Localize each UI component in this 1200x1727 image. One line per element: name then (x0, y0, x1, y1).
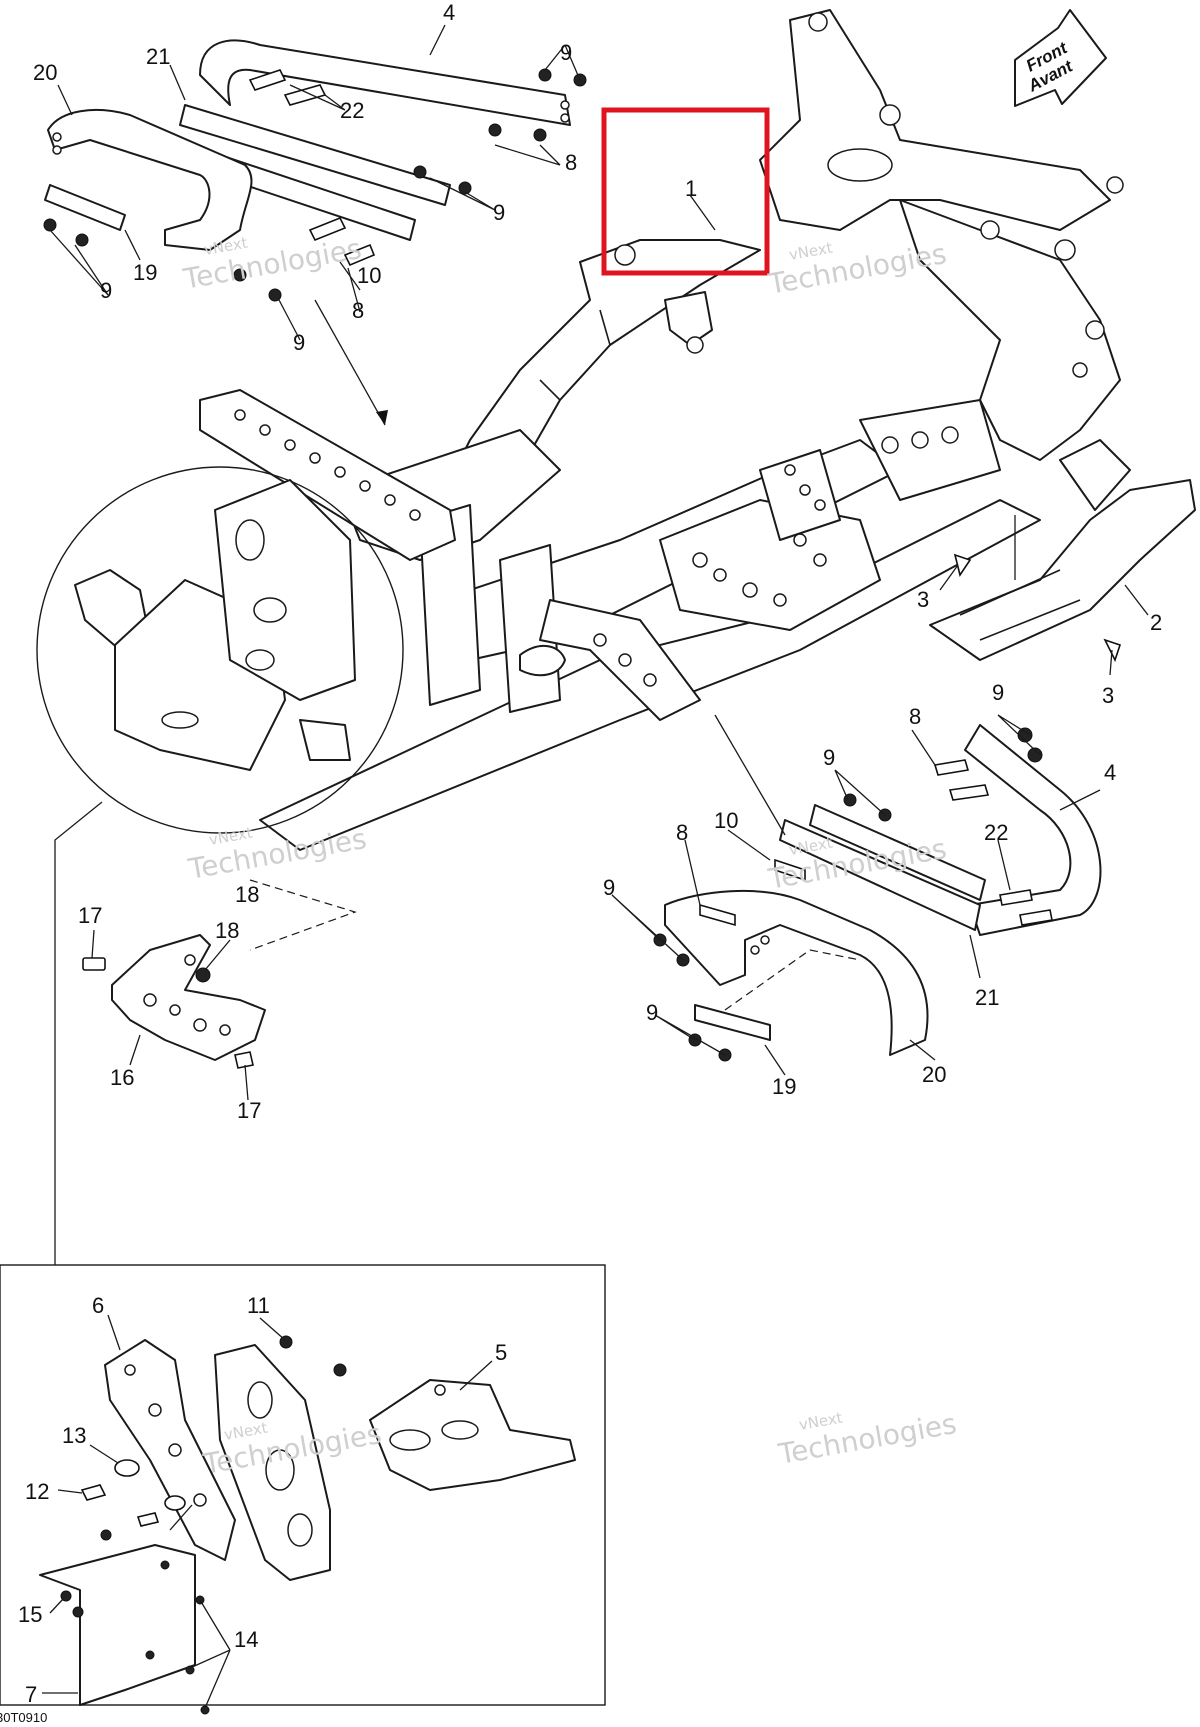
front-rack-dashed-guide (724, 949, 861, 1011)
callout-12: 12 (25, 1479, 49, 1504)
callout-10-top: 10 (357, 263, 381, 288)
bracket-part-16 (82, 934, 266, 1069)
callout-22-bottom: 22 (984, 820, 1008, 845)
callout-19-top: 19 (133, 260, 157, 285)
callout-6: 6 (92, 1293, 104, 1318)
front-rack-assembly-bottom (653, 724, 1102, 1062)
callout-4-bottom: 4 (1104, 760, 1116, 785)
callout-leaders (42, 24, 1149, 1709)
callout-20-bottom: 20 (922, 1062, 946, 1087)
callout-13: 13 (62, 1423, 86, 1448)
callout-17-top: 17 (78, 903, 102, 928)
main-frame-part-1 (199, 9, 1124, 851)
callout-9-front-left: 9 (603, 875, 615, 900)
callout-15: 15 (18, 1602, 42, 1627)
front-rack-arrow (714, 714, 786, 836)
callout-8-front-right: 8 (909, 704, 921, 729)
callout-9-front-lower: 9 (646, 1000, 658, 1025)
inset-detail-box (0, 1264, 606, 1715)
callout-8-front-left: 8 (676, 820, 688, 845)
callout-9-top-right: 9 (560, 40, 572, 65)
callout-17-bottom: 17 (237, 1098, 261, 1123)
callout-8-top: 8 (565, 150, 577, 175)
callout-18: 18 (215, 918, 239, 943)
callout-18-detail: 18 (235, 882, 259, 907)
callout-22-top: 22 (340, 98, 364, 123)
rear-rack-assembly-top (43, 39, 587, 302)
callout-5: 5 (495, 1340, 507, 1365)
detail-leader-line (54, 801, 103, 1265)
callout-20-top: 20 (33, 60, 57, 85)
callout-3-left: 3 (917, 587, 929, 612)
callout-numbers: 4 21 20 9 22 8 9 19 9 10 8 9 1 2 3 3 9 8… (18, 0, 1162, 1707)
callout-2: 2 (1150, 610, 1162, 635)
callout-9-top-mid: 9 (493, 200, 505, 225)
callout-21-bottom: 21 (975, 985, 999, 1010)
footrest-part-2 (929, 439, 1196, 663)
front-direction-arrow: Front Avant (1014, 9, 1107, 107)
callout-9-front-mid: 9 (823, 745, 835, 770)
callout-19-bottom: 19 (772, 1074, 796, 1099)
callout-3-right: 3 (1102, 683, 1114, 708)
callout-10-bottom: 10 (714, 808, 738, 833)
callout-1: 1 (685, 176, 697, 201)
callout-21-top: 21 (146, 44, 170, 69)
callout-9-front-right: 9 (992, 680, 1004, 705)
callout-11: 11 (247, 1293, 270, 1318)
callout-16: 16 (110, 1065, 134, 1090)
callout-7: 7 (25, 1682, 37, 1707)
callout-14: 14 (234, 1627, 258, 1652)
callout-9-top-left: 9 (100, 278, 112, 303)
drawing-code: 30T0910 (0, 1710, 47, 1725)
inset-arrow (169, 1504, 193, 1531)
rack-assembly-arrow (314, 299, 386, 426)
callout-4-top: 4 (443, 0, 455, 25)
callout-8-top-mid: 8 (352, 298, 364, 323)
highlight-box-part-1 (601, 107, 770, 276)
detail-circle-view (36, 466, 404, 834)
callout-9-top-lower: 9 (293, 330, 305, 355)
bracket-dashed-guide (249, 879, 357, 951)
